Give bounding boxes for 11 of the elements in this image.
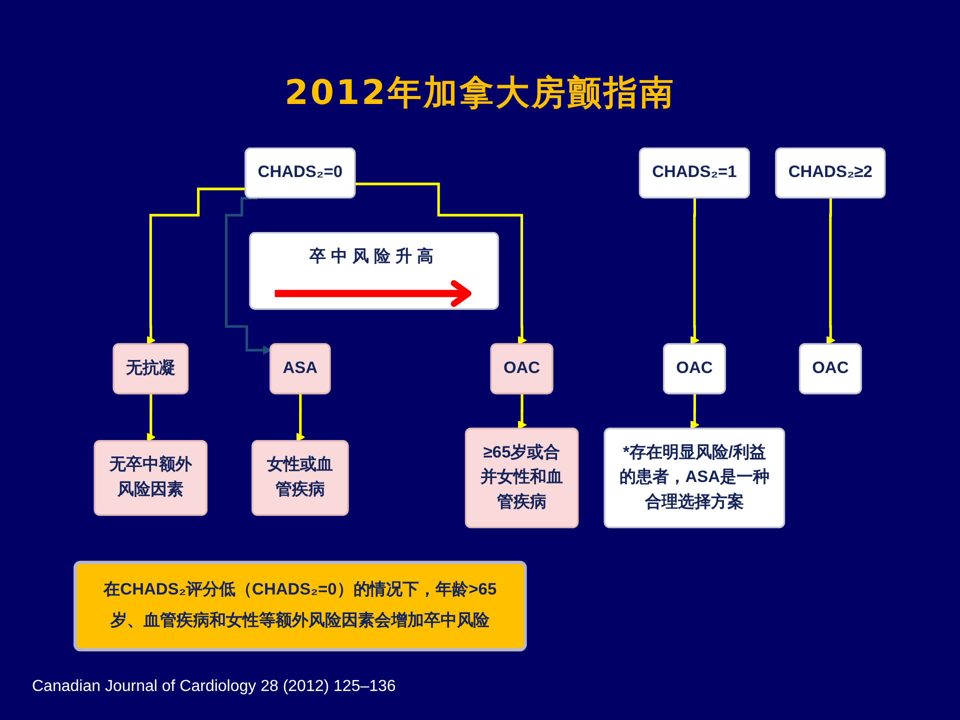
arrow xyxy=(826,196,836,345)
arrow xyxy=(355,182,527,345)
arrow xyxy=(146,188,246,345)
arrow xyxy=(518,392,527,430)
arrow xyxy=(690,196,700,345)
arrow xyxy=(225,196,272,355)
caption: Canadian Journal of Cardiology 28 (2012) 125–136 xyxy=(32,678,396,696)
title: 2012年加拿大房颤指南 xyxy=(284,72,676,115)
arrow xyxy=(296,392,306,442)
arrow xyxy=(690,392,700,430)
arrow xyxy=(146,392,156,442)
